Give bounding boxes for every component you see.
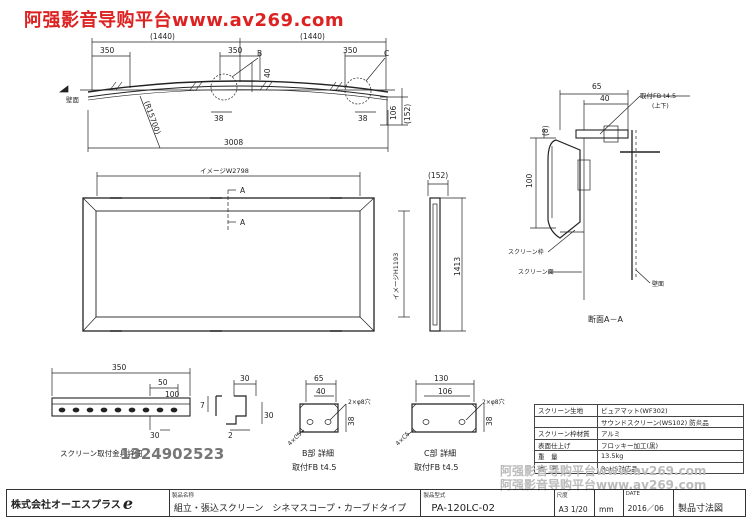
- detail-b-marker: B: [257, 49, 262, 58]
- detail-c-holes: 2×φ8穴: [482, 398, 505, 406]
- detail-b-dim-40: 40: [316, 387, 326, 396]
- detail-c-dim-130: 130: [434, 374, 449, 383]
- wall-label: 壁面: [66, 95, 80, 104]
- dim-1413: 1413: [453, 257, 462, 276]
- radius-label: (R15700): [142, 100, 162, 136]
- dim-350-b: 350: [228, 46, 243, 55]
- section-dim-40: 40: [600, 94, 610, 103]
- dim-152: (152): [403, 104, 412, 124]
- detail-b-holes: 2×φ8穴: [348, 398, 371, 406]
- company-name: 株式会社オーエスプラス: [11, 499, 121, 511]
- section-dim-8: (8): [541, 125, 550, 136]
- dim-1440-right: (1440): [300, 32, 325, 41]
- rail-dim-30: 30: [150, 431, 160, 440]
- image-height: イメージH1193: [392, 253, 400, 300]
- detail-c-chamfer: 4×C5: [394, 430, 411, 447]
- overlay-number: 1324902523: [120, 445, 225, 463]
- product-label: 製品名称: [171, 493, 194, 499]
- dim-1440-left: (1440): [150, 32, 175, 41]
- section-frame-label: スクリーン枠: [508, 248, 544, 256]
- profile-dim-30: 30: [240, 374, 250, 383]
- rail-dim-50: 50: [158, 378, 168, 387]
- spec-row: サウンドスクリーン(WS102) 防炎品: [534, 415, 744, 428]
- model-label: 製品型式: [423, 493, 446, 499]
- detail-b-dim-65: 65: [314, 374, 324, 383]
- dim-3008: 3008: [224, 138, 243, 147]
- section-title: 断面A－A: [588, 314, 623, 324]
- dim-106: 106: [389, 105, 398, 120]
- product-name: 組立・張込スクリーン シネマスコープ・カーブドタイプ: [173, 504, 407, 514]
- dim-350-c: 350: [343, 46, 358, 55]
- profile-dim-30c: 30: [264, 411, 274, 420]
- watermark-bottom-1: 阿强影音导购平台www.av269.com: [500, 464, 707, 478]
- watermark-top: 阿强影音导购平台www.av269.com: [24, 10, 345, 31]
- dim-38-b: 38: [358, 114, 368, 123]
- company-mark: e: [122, 493, 133, 513]
- detail-c-marker: C: [384, 49, 389, 58]
- dim-38-a: 38: [214, 114, 224, 123]
- rail-caption: スクリーン取付金具詳細: [60, 448, 142, 458]
- detail-c-dim-106: 106: [438, 387, 453, 396]
- section-screen-label: スクリーン面: [518, 269, 554, 276]
- unit-value: mm: [599, 505, 614, 514]
- section-a-top: A: [240, 186, 246, 195]
- spec-row: スクリーン生地ピュアマット(WF302): [534, 404, 744, 417]
- profile-dim-2: 2: [228, 431, 233, 440]
- detail-c-title: C部 詳細: [424, 448, 456, 458]
- side-dim-152: (152): [428, 171, 448, 180]
- section-fb-sub: (上下): [652, 102, 669, 110]
- image-width: イメージW2798: [200, 167, 249, 175]
- profile-dim-7: 7: [200, 401, 205, 410]
- section-dim-100: 100: [525, 173, 534, 188]
- detail-b-chamfer: 4×C5: [286, 430, 303, 447]
- detail-b-subtitle: 取付FB t4.5: [292, 462, 337, 472]
- section-wall-label: 壁面: [652, 280, 664, 288]
- watermark-bottom-2: 阿强影音导购平台www.av269.com: [500, 478, 707, 492]
- dim-350-a: 350: [100, 46, 115, 55]
- date-value: 2016／06: [627, 504, 664, 513]
- section-fb-label: 取付FB t4.5: [640, 91, 676, 100]
- drawing-name: 製品寸法図: [677, 504, 723, 514]
- detail-b-title: B部 詳細: [302, 448, 334, 458]
- section-a-bottom: A: [240, 218, 246, 227]
- detail-c-dim-38: 38: [485, 416, 494, 426]
- detail-c-subtitle: 取付FB t4.5: [414, 462, 459, 472]
- scale-label: 尺度: [556, 493, 568, 499]
- spec-row: スクリーン枠材質アルミ: [534, 427, 744, 440]
- scale-value: A3 1/20: [558, 505, 588, 514]
- spec-table: スクリーン生地ピュアマット(WF302) サウンドスクリーン(WS102) 防炎…: [534, 404, 744, 474]
- date-label: DATE: [625, 491, 640, 497]
- rail-dim-100: 100: [165, 390, 180, 399]
- detail-b-dim-38: 38: [347, 416, 356, 426]
- model-number: PA-120LC-02: [431, 503, 495, 514]
- dim-40: 40: [263, 68, 272, 78]
- spec-row: 表面仕上げフロッキー加工(黒): [534, 438, 744, 451]
- section-dim-65: 65: [592, 82, 602, 91]
- rail-dim-350: 350: [112, 363, 127, 372]
